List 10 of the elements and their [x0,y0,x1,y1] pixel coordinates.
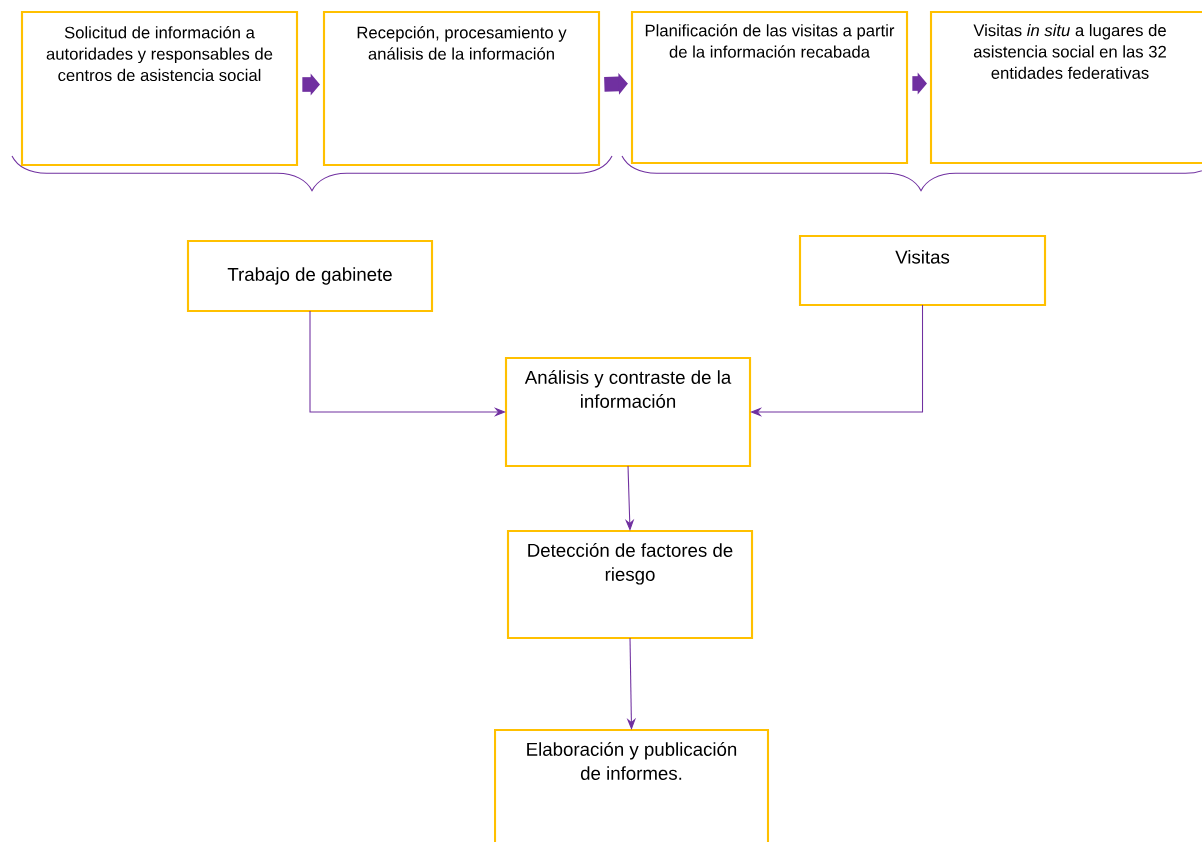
process-box: Solicitud de información a autoridades y responsables de centros de asistencia social [20,10,299,167]
process-box: Análisis y contraste de la información [504,356,752,468]
arrow [750,304,924,417]
process-box: Trabajo de gabinete [186,239,434,313]
process-box: Visitas in situ a lugares de asistencia social en las 32 entidades federativas [929,10,1202,165]
process-box: Elaboración y publicación de informes. [493,728,770,842]
process-box: Detección de factores de riesgo [506,529,754,640]
process-box: Planificación de las visitas a partir de la información recabada [630,10,909,165]
process-box: Visitas [798,234,1047,307]
process-box: Recepción, procesamiento y análisis de la información [322,10,601,167]
